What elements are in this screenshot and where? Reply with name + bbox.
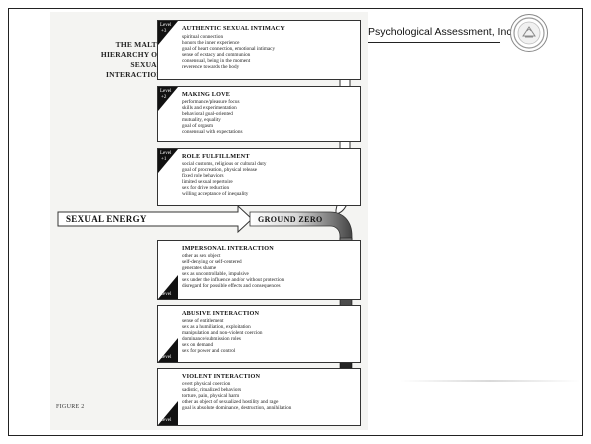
company-name: Psychological Assessment, Inc — [368, 26, 512, 38]
diagram-title-line: INTERACTION — [106, 70, 162, 79]
level-title: ABUSIVE INTERACTION — [182, 310, 260, 317]
level-title: AUTHENTIC SEXUAL INTIMACY — [182, 25, 285, 32]
header-underline — [368, 42, 500, 43]
level-word: Level — [160, 417, 172, 423]
trait-item: sex as a humiliation, exploitation — [182, 324, 251, 331]
level-title: ROLE FULFILLMENT — [182, 153, 250, 160]
trait-item: consensual with expectations — [182, 129, 243, 136]
level-number: -1 — [160, 284, 165, 290]
level-number: +2 — [161, 95, 167, 100]
trait-item: reverence towards the body — [182, 64, 240, 71]
trait-item: performance/pleasure focus — [182, 99, 240, 105]
slide-frame — [8, 8, 583, 436]
trait-item: disregard for possible effects and conse… — [182, 283, 281, 290]
trait-item: sex as uncontrollable, impulsive — [182, 271, 249, 278]
level-traits: performance/pleasure focus skills and ex… — [182, 99, 243, 136]
level-traits: sense of entitlement sex as a humiliatio… — [182, 318, 263, 355]
trait-item: spiritual connection — [182, 34, 224, 40]
trait-item: fixed role behaviors — [182, 173, 224, 180]
level-traits: overt physical coercion sadistic, ritual… — [182, 381, 291, 411]
diagram-title-line: HIERARCHY OF — [100, 50, 162, 59]
trait-item: other as object of sexualized hostility … — [182, 399, 279, 406]
diagram-title: THE MALTZ HIERARCHY OF SEXUAL INTERACTIO… — [58, 40, 162, 80]
trait-item: generates shame — [182, 265, 217, 272]
trait-item: sex under the influence and/or without p… — [182, 277, 285, 284]
trait-item: sadistic, ritualized behaviors — [182, 387, 242, 394]
trait-item: goal of procreation, physical release — [182, 167, 258, 174]
trait-item: sex on demand — [182, 342, 214, 349]
decorative-divider — [400, 380, 580, 382]
level-traits: spiritual connection honors the inner ex… — [182, 34, 275, 71]
sexual-energy-label: SEXUAL ENERGY — [66, 214, 147, 224]
ground-zero-label: GROUND ZERO — [258, 215, 323, 224]
trait-item: willing acceptance of inequality — [182, 191, 249, 198]
trait-item: social customs, religious or cultural du… — [182, 161, 267, 167]
trait-item: goal of heart connection, emotional inti… — [182, 46, 276, 53]
trait-item: self-denying or self-centered — [182, 259, 242, 266]
level-word: Level — [160, 23, 172, 28]
level-minus2-box: -2 Level ABUSIVE INTERACTION sense of en… — [157, 305, 361, 363]
trait-item: sense of ecstacy and communion — [182, 52, 251, 59]
level-number: -3 — [160, 410, 165, 416]
level-number: +3 — [161, 29, 167, 34]
level-word: Level — [160, 151, 172, 156]
trait-item: limited sexual repertoire — [182, 179, 233, 186]
level-plus2-box: Level +2 MAKING LOVE performance/pleasur… — [157, 86, 361, 142]
level-minus3-box: -3 Level VIOLENT INTERACTION overt physi… — [157, 368, 361, 426]
level-word: Level — [160, 354, 172, 360]
trait-item: goal is absolute dominance, destruction,… — [182, 405, 292, 412]
level-traits: other as sex object self-denying or self… — [182, 253, 284, 290]
trait-item: skills and experimentation — [182, 105, 237, 112]
level-title: VIOLENT INTERACTION — [182, 373, 261, 380]
level-plus3-box: Level +3 AUTHENTIC SEXUAL INTIMACY spiri… — [157, 20, 361, 80]
trait-item: consensual, being in the moment — [182, 58, 251, 65]
level-number: +1 — [161, 157, 167, 162]
level-minus1-box: -1 Level IMPERSONAL INTERACTION other as… — [157, 240, 361, 300]
level-number: -2 — [160, 347, 165, 353]
figure-label: FIGURE 2 — [56, 404, 85, 410]
level-traits: social customs, religious or cultural du… — [182, 161, 266, 198]
trait-item: torture, pain, physical harm — [182, 393, 240, 400]
trait-item: mutuality, equality — [182, 117, 221, 124]
trait-item: overt physical coercion — [182, 381, 231, 387]
level-plus1-box: Level +1 ROLE FULFILLMENT social customs… — [157, 148, 361, 206]
trait-item: goal of orgasm — [182, 123, 214, 130]
trait-item: other as sex object — [182, 253, 221, 259]
organization-seal-icon — [510, 14, 548, 52]
trait-item: honors the inner experience — [182, 40, 240, 47]
diagram-title-line: SEXUAL — [130, 60, 162, 69]
trait-item: sex for power and control — [182, 348, 236, 355]
level-title: MAKING LOVE — [182, 91, 231, 98]
trait-item: sense of entitlement — [182, 318, 224, 324]
trait-item: behavioral goal-oriented — [182, 111, 233, 118]
diagram-title-line: THE MALTZ — [115, 40, 162, 49]
trait-item: sex for drive reduction — [182, 185, 230, 192]
level-word: Level — [160, 291, 172, 297]
trait-item: manipulation and non-violent coercion — [182, 330, 263, 337]
level-title: IMPERSONAL INTERACTION — [182, 245, 274, 252]
trait-item: dominance/submission roles — [182, 336, 241, 343]
level-word: Level — [160, 89, 172, 94]
